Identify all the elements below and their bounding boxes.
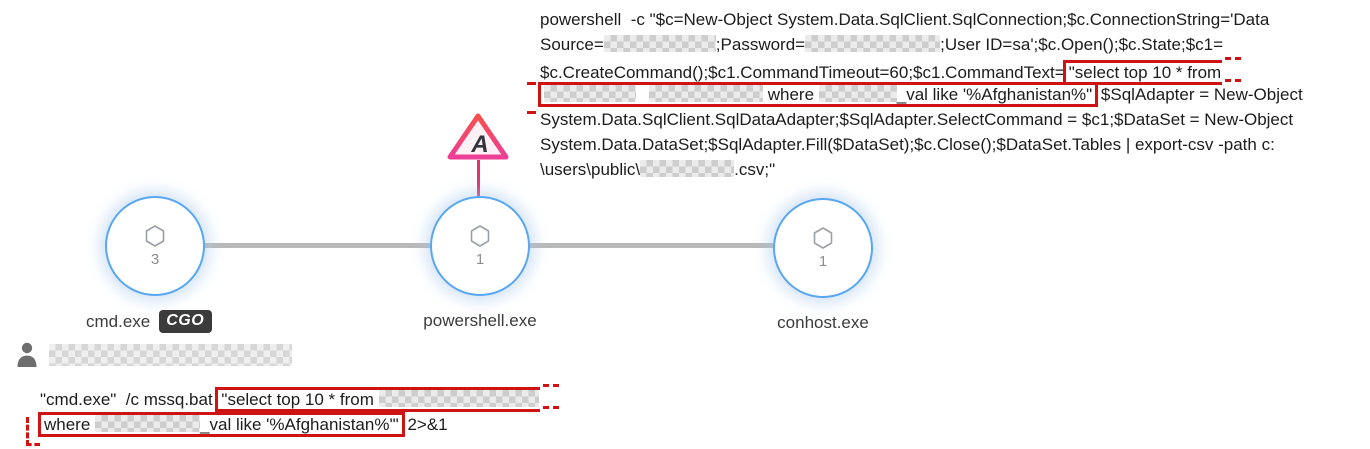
hexagon-icon — [813, 227, 833, 249]
process-node-cmd[interactable]: 3 — [105, 196, 205, 296]
highlighted-sql-text: "select top 10 * from — [1068, 63, 1222, 82]
cmd-command-text: "cmd.exe" /c mssq.bat "select top 10 * f… — [26, 384, 559, 446]
command-text-line: Source= ;Password= ;User ID=sa';$c.Open();… — [540, 32, 1358, 57]
alert-letter: A — [470, 131, 488, 158]
annotation-continuation-dashes — [527, 82, 536, 114]
command-text: $c.CreateCommand();$c1.CommandTimeout=60… — [540, 63, 1065, 82]
annotation-continuation-dashes — [542, 384, 559, 409]
hexagon-icon — [145, 225, 165, 247]
command-text-line: powershell -c "$c=New-Object System.Data… — [540, 7, 1358, 32]
command-text: \users\public\ — [540, 160, 641, 179]
command-text-line: System.Data.DataSet;$SqlAdapter.Fill($Da… — [540, 132, 1358, 157]
redacted-table-name — [649, 85, 763, 102]
user-silhouette-icon — [17, 342, 37, 367]
annotation-continuation-dashes — [1225, 57, 1242, 82]
command-text: ;User ID=sa';$c.Open();$c.State;$c1= — [940, 35, 1224, 54]
command-text: 2>&1 — [402, 415, 448, 434]
command-text-line: \users\public\ .csv;" — [540, 157, 1358, 182]
redacted-table-name — [378, 390, 539, 407]
cgo-badge: CGO — [159, 310, 213, 333]
annotation-red-box: where _val like '%Afghanistan%" — [527, 82, 1099, 114]
redacted-column-name — [95, 415, 201, 432]
command-text: $SqlAdapter = New-Object — [1096, 85, 1303, 104]
child-event-count: 1 — [818, 253, 828, 270]
process-node-powershell[interactable]: 1 — [430, 196, 530, 296]
redacted-column-name — [818, 85, 897, 102]
command-text-line: System.Data.SqlClient.SqlDataAdapter;$Sq… — [540, 107, 1358, 132]
command-text-line: where _val like '%Afghanistan%'" 2>&1 — [26, 411, 559, 446]
redacted-table-name — [544, 85, 636, 102]
command-text: .csv;" — [734, 160, 776, 179]
alert-triangle-icon[interactable]: A — [444, 111, 512, 163]
command-text: System.Data.DataSet;$SqlAdapter.Fill($Da… — [540, 135, 1275, 154]
redacted-password — [805, 35, 941, 52]
highlighted-sql-text: _val like '%Afghanistan%'" — [200, 415, 399, 434]
redacted-csv-filename — [640, 160, 735, 177]
annotation-red-box: "select top 10 * from — [1062, 60, 1223, 85]
process-node-conhost[interactable]: 1 — [773, 198, 873, 298]
command-text: Source= — [540, 35, 604, 54]
process-name-cmd: cmd.exe — [86, 311, 151, 331]
child-event-count: 3 — [150, 251, 160, 268]
annotation-red-box: "select top 10 * from — [215, 387, 540, 412]
redacted-username — [49, 343, 292, 366]
hexagon-icon — [470, 225, 490, 247]
command-text-line: where _val like '%Afghanistan%" $SqlAdap… — [527, 82, 1358, 114]
command-text: powershell -c "$c=New-Object System.Data… — [540, 10, 1270, 29]
command-text: "cmd.exe" /c mssq.bat — [40, 390, 218, 409]
process-name-conhost: conhost.exe — [777, 313, 869, 332]
child-event-count: 1 — [475, 251, 485, 268]
alert-triangle-shape — [447, 113, 509, 160]
highlighted-sql-text: "select top 10 * from — [221, 390, 379, 409]
command-text-line: $c.CreateCommand();$c1.CommandTimeout=60… — [540, 57, 1358, 85]
redacted-data-source — [603, 35, 716, 52]
user-context-row — [17, 342, 292, 367]
process-edge-powershell-conhost — [528, 243, 774, 248]
command-text: System.Data.SqlClient.SqlDataAdapter;$Sq… — [540, 110, 1294, 129]
powershell-command-text: powershell -c "$c=New-Object System.Data… — [527, 7, 1358, 182]
command-text: ;Password= — [715, 35, 806, 54]
process-name-powershell: powershell.exe — [423, 311, 537, 330]
process-label-row: cmd.exe CGO — [86, 310, 213, 333]
command-text-line: "cmd.exe" /c mssq.bat "select top 10 * f… — [40, 384, 559, 412]
highlighted-sql-text: where — [44, 415, 96, 434]
alert-connector-line — [477, 160, 480, 198]
annotation-red-box: where _val like '%Afghanistan%'" — [26, 412, 405, 446]
highlighted-sql-text: where — [763, 85, 819, 104]
process-edge-cmd-powershell — [204, 243, 432, 248]
highlighted-sql-text: _val like '%Afghanistan%" — [896, 85, 1093, 104]
annotation-continuation-dashes — [26, 417, 40, 446]
